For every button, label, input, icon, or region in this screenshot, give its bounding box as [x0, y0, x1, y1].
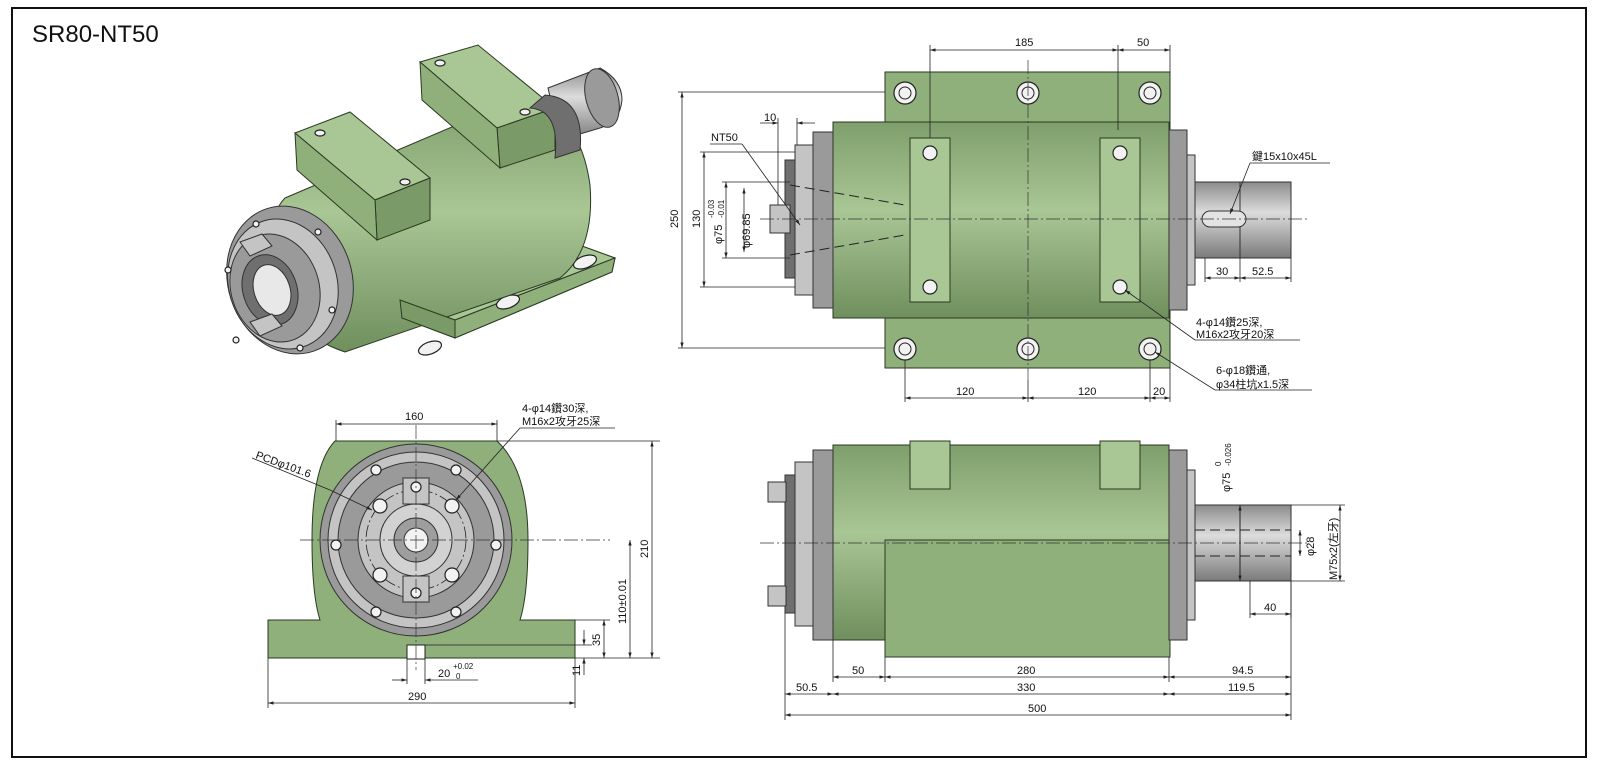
label-key: 鍵15x10x45L: [1252, 149, 1317, 163]
dim-330: 330: [1017, 682, 1035, 694]
label-holes4-line2: M16x2攻牙20深: [1196, 327, 1274, 341]
dim-185: 185: [1015, 37, 1033, 49]
dim-40: 40: [1264, 602, 1276, 614]
dim-phi75-tol-upper: -0.03: [707, 199, 716, 218]
dim-280: 280: [1017, 665, 1035, 677]
dim-50-top: 50: [1137, 37, 1149, 49]
dim-120-b: 120: [1078, 386, 1096, 398]
dim-50-5: 50.5: [796, 682, 817, 694]
dim-110: 110±0.01: [617, 579, 629, 624]
dim-50-side: 50: [852, 665, 864, 677]
top-view: 185 50 250 130 φ75 -0.03 -0.01 φ69.85 10…: [669, 37, 1330, 402]
dim-94-5: 94.5: [1232, 665, 1253, 677]
dim-phi28: φ28: [1305, 537, 1317, 556]
side-view: φ75 0 -0.026 φ28 M75x2(左牙) 40 50 280 94.…: [760, 440, 1345, 720]
label-holes6-line1: 6-φ18鑽通,: [1216, 363, 1270, 377]
dim-52-5: 52.5: [1252, 266, 1273, 278]
dim-10: 10: [764, 112, 776, 124]
label-holes6-line2: φ34柱坑x1.5深: [1216, 377, 1289, 391]
dim-250: 250: [669, 210, 681, 228]
dim-130: 130: [691, 210, 703, 228]
dim-290: 290: [408, 691, 426, 703]
dim-120-a: 120: [956, 386, 974, 398]
dim-phi69-85: φ69.85: [741, 213, 753, 248]
drawing-title: SR80-NT50: [32, 21, 159, 48]
dim-phi75-tol-lower: -0.01: [717, 199, 726, 218]
label-nt50: NT50: [711, 132, 738, 144]
dim-phi75-side-tol-upper: 0: [1214, 461, 1223, 466]
sheet-border: [11, 7, 1587, 758]
dim-160: 160: [405, 411, 423, 423]
dim-20-tol-upper: +0.02: [453, 662, 474, 671]
dim-phi75-side-tol-lower: -0.026: [1224, 443, 1233, 466]
dim-210: 210: [639, 540, 651, 558]
dim-phi75-side: φ75: [1221, 473, 1233, 492]
dim-20-top: 20: [1153, 386, 1165, 398]
dim-20-slot: 20: [438, 668, 450, 680]
dim-30: 30: [1216, 266, 1228, 278]
label-holes-front-line2: M16x2攻牙25深: [522, 414, 600, 428]
dim-11: 11: [571, 665, 583, 676]
dim-35: 35: [591, 634, 603, 646]
dim-m75: M75x2(左牙): [1327, 518, 1340, 580]
dim-20-tol-lower: 0: [456, 672, 461, 681]
front-view: 160 210 110±0.01 35 11 20 +0.02 0 290 PC…: [251, 401, 660, 708]
isometric-view: [224, 44, 623, 356]
dim-500: 500: [1028, 703, 1046, 715]
dim-phi75: φ75: [713, 225, 725, 244]
label-pcd: PCDφ101.6: [254, 450, 313, 481]
label-holes4-line1: 4-φ14鑽25深,: [1196, 315, 1262, 329]
label-holes-front-line1: 4-φ14鑽30深,: [522, 401, 588, 415]
dim-119-5: 119.5: [1228, 682, 1255, 694]
